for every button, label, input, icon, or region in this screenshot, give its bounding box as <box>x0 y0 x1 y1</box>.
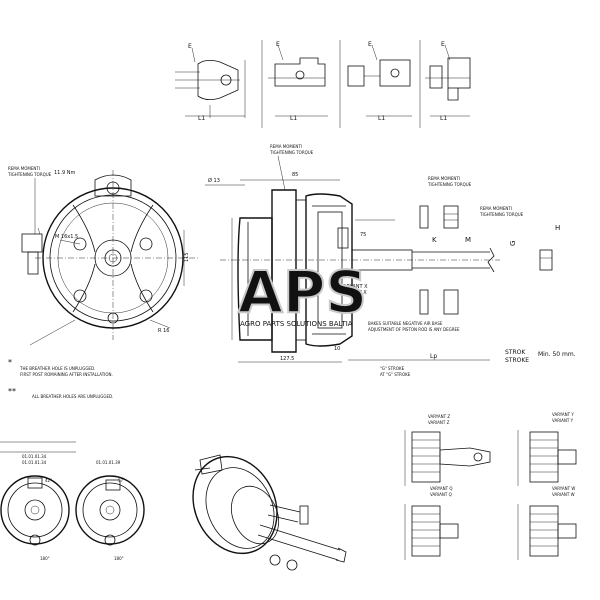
stroke-value: Min. 50 mm. <box>538 351 576 358</box>
angle-1: 42° <box>45 478 52 483</box>
variant-x-label: VARYANT X <box>340 284 368 290</box>
e-label-1: E <box>188 43 192 50</box>
variant-q: VARYANT Q VARIANT Q <box>404 486 459 560</box>
variant-z-label-2: VARIANT Z <box>428 420 450 425</box>
e-label-3: E <box>368 41 372 48</box>
side-note-2: ADJUSTMENT OF PISTON ROD IS ANY DEGREE <box>368 327 460 332</box>
dim-dia: Ø 13 <box>208 177 220 184</box>
variant-circle-2: 01.01.01.39 57° 180° <box>75 460 145 561</box>
rod-end-details: K M REMA MOMENTI TIGHTENING TORQUE H REM… <box>419 176 560 315</box>
note-star-symbol: * <box>8 358 12 367</box>
e-label-4: E <box>441 41 445 48</box>
clevis-variant-3: E L1 <box>347 41 412 122</box>
dim-r16: R 16 <box>158 328 169 334</box>
front-view-chamber: 115 M 16x1.5 R 16 REMA MOMENTI TIGHTENIN… <box>7 166 200 340</box>
variant-z: VARYANT Z VARIANT Z <box>404 414 491 486</box>
variant-q-label-2: VARIANT Q <box>430 492 452 497</box>
l1-label-4: L1 <box>440 115 447 122</box>
e-label-2: E <box>276 41 280 48</box>
torque-label-1: REMA MOMENTI <box>8 166 40 171</box>
center-torque-1: REMA MOMENTI <box>270 144 302 149</box>
torque-value: 11.9 Nm <box>54 170 75 176</box>
h-torque-2: TIGHTENING TORQUE <box>479 212 524 217</box>
deg-2: 180° <box>114 556 124 561</box>
note-dstar-symbol: ** <box>8 387 16 396</box>
note-star-1: THE BREATHER HOLE IS UNPLUGGED. <box>19 366 95 371</box>
label-k: K <box>432 236 437 244</box>
variant-z-label: VARYANT Z <box>428 414 450 419</box>
clevis-variant-1: L1 E <box>175 43 246 122</box>
variant-y-label-2: VARIANT Y <box>552 418 574 423</box>
variant-w: VARYANT W VARIANT W <box>517 486 577 560</box>
angle-2: 57° <box>118 478 125 483</box>
stroke-label-2: STROKE <box>505 357 529 364</box>
variant-q-label: VARYANT Q <box>430 486 452 491</box>
part-2: 01.01.01.39 <box>96 460 121 465</box>
variant-w-label: VARYANT W <box>552 486 575 491</box>
dim-115: 115 <box>184 252 190 262</box>
dim-m16: M 16x1.5 <box>55 234 78 240</box>
rod-note-2: AT "G" STROKE <box>380 372 411 377</box>
l1-label-2: L1 <box>290 115 297 122</box>
variant-w-label-2: VARIANT W <box>552 492 575 497</box>
dim-85: 85 <box>292 172 298 178</box>
l1-label-1: L1 <box>198 115 205 122</box>
stroke-label-1: STROK <box>505 349 526 356</box>
variant-x-label-2: VARIANT X <box>340 290 367 296</box>
detail-torque-2: TIGHTENING TORQUE <box>427 182 472 187</box>
detail-torque-1: REMA MOMENTI <box>428 176 460 181</box>
dim-127: 127.5 <box>280 356 294 362</box>
dim-10: 10 <box>334 346 340 352</box>
label-g: G <box>509 241 517 246</box>
l1-label-3: L1 <box>378 115 385 122</box>
label-lp: Lp <box>430 353 437 360</box>
rod-note-1: "G" STROKE <box>380 366 405 371</box>
center-torque-2: TIGHTENING TORQUE <box>269 150 314 155</box>
variant-circle-1: 01.01.01.34 01.01.01.34 42° 180° <box>0 441 76 561</box>
label-m: M <box>465 236 471 244</box>
deg-1: 180° <box>40 556 50 561</box>
notes: * THE BREATHER HOLE IS UNPLUGGED. FIRST … <box>8 319 113 399</box>
variant-y: VARYANT Y VARIANT Y <box>517 412 577 486</box>
part-1b: 01.01.01.34 <box>22 460 47 465</box>
isometric-view <box>192 454 347 571</box>
dim-75: 75 <box>360 232 366 238</box>
variant-y-label: VARYANT Y <box>552 412 574 417</box>
side-section-view: 75 85 Ø 13 REMA MOMENTI TIGHTENING TORQU… <box>205 144 576 377</box>
clevis-variant-4: E L1 <box>425 41 471 122</box>
watermark-subtext: AGRO PARTS SOLUTIONS BALTIA <box>240 320 353 328</box>
watermark-text: APS <box>238 258 367 326</box>
note-star-2: FIRST POST ROMAINING AFTER INSTALLATION. <box>20 372 113 377</box>
h-torque-1: REMA MOMENTI <box>480 206 512 211</box>
clevis-variant-2: E L1 <box>268 41 328 122</box>
watermark-logo: APS AGRO PARTS SOLUTIONS BALTIA <box>237 257 368 328</box>
label-h: H <box>555 224 560 232</box>
part-1a: 01.01.01.34 <box>22 454 47 459</box>
torque-label-2: TIGHTENING TORQUE <box>7 172 52 177</box>
side-note-1: BAKES SUITABLE NEGATIVE AIR BASE <box>368 321 443 326</box>
note-dstar: ALL BREATHER HOLES ARE UNPLUGGED. <box>32 394 113 399</box>
